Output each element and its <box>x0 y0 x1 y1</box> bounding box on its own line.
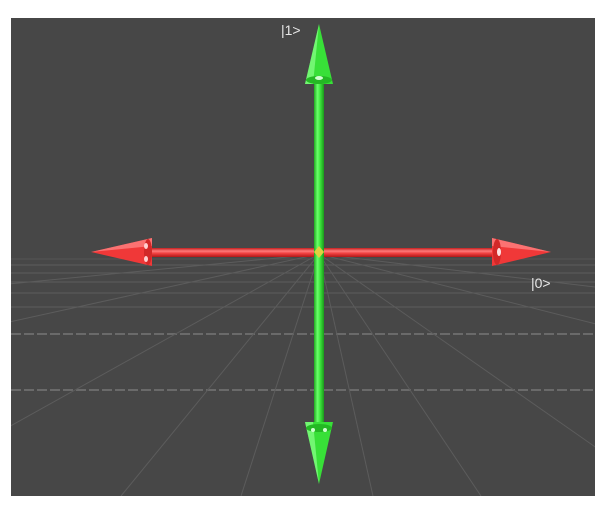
horizontal-axis-arrow[interactable] <box>91 238 551 266</box>
floor-grid <box>11 253 595 496</box>
origin-marker <box>314 246 324 258</box>
horizontal-axis-label: |0> <box>531 275 551 291</box>
scene-canvas[interactable] <box>11 18 595 496</box>
3d-viewport[interactable]: |1> |0> <box>11 18 595 496</box>
vertical-axis-label: |1> <box>281 22 301 38</box>
